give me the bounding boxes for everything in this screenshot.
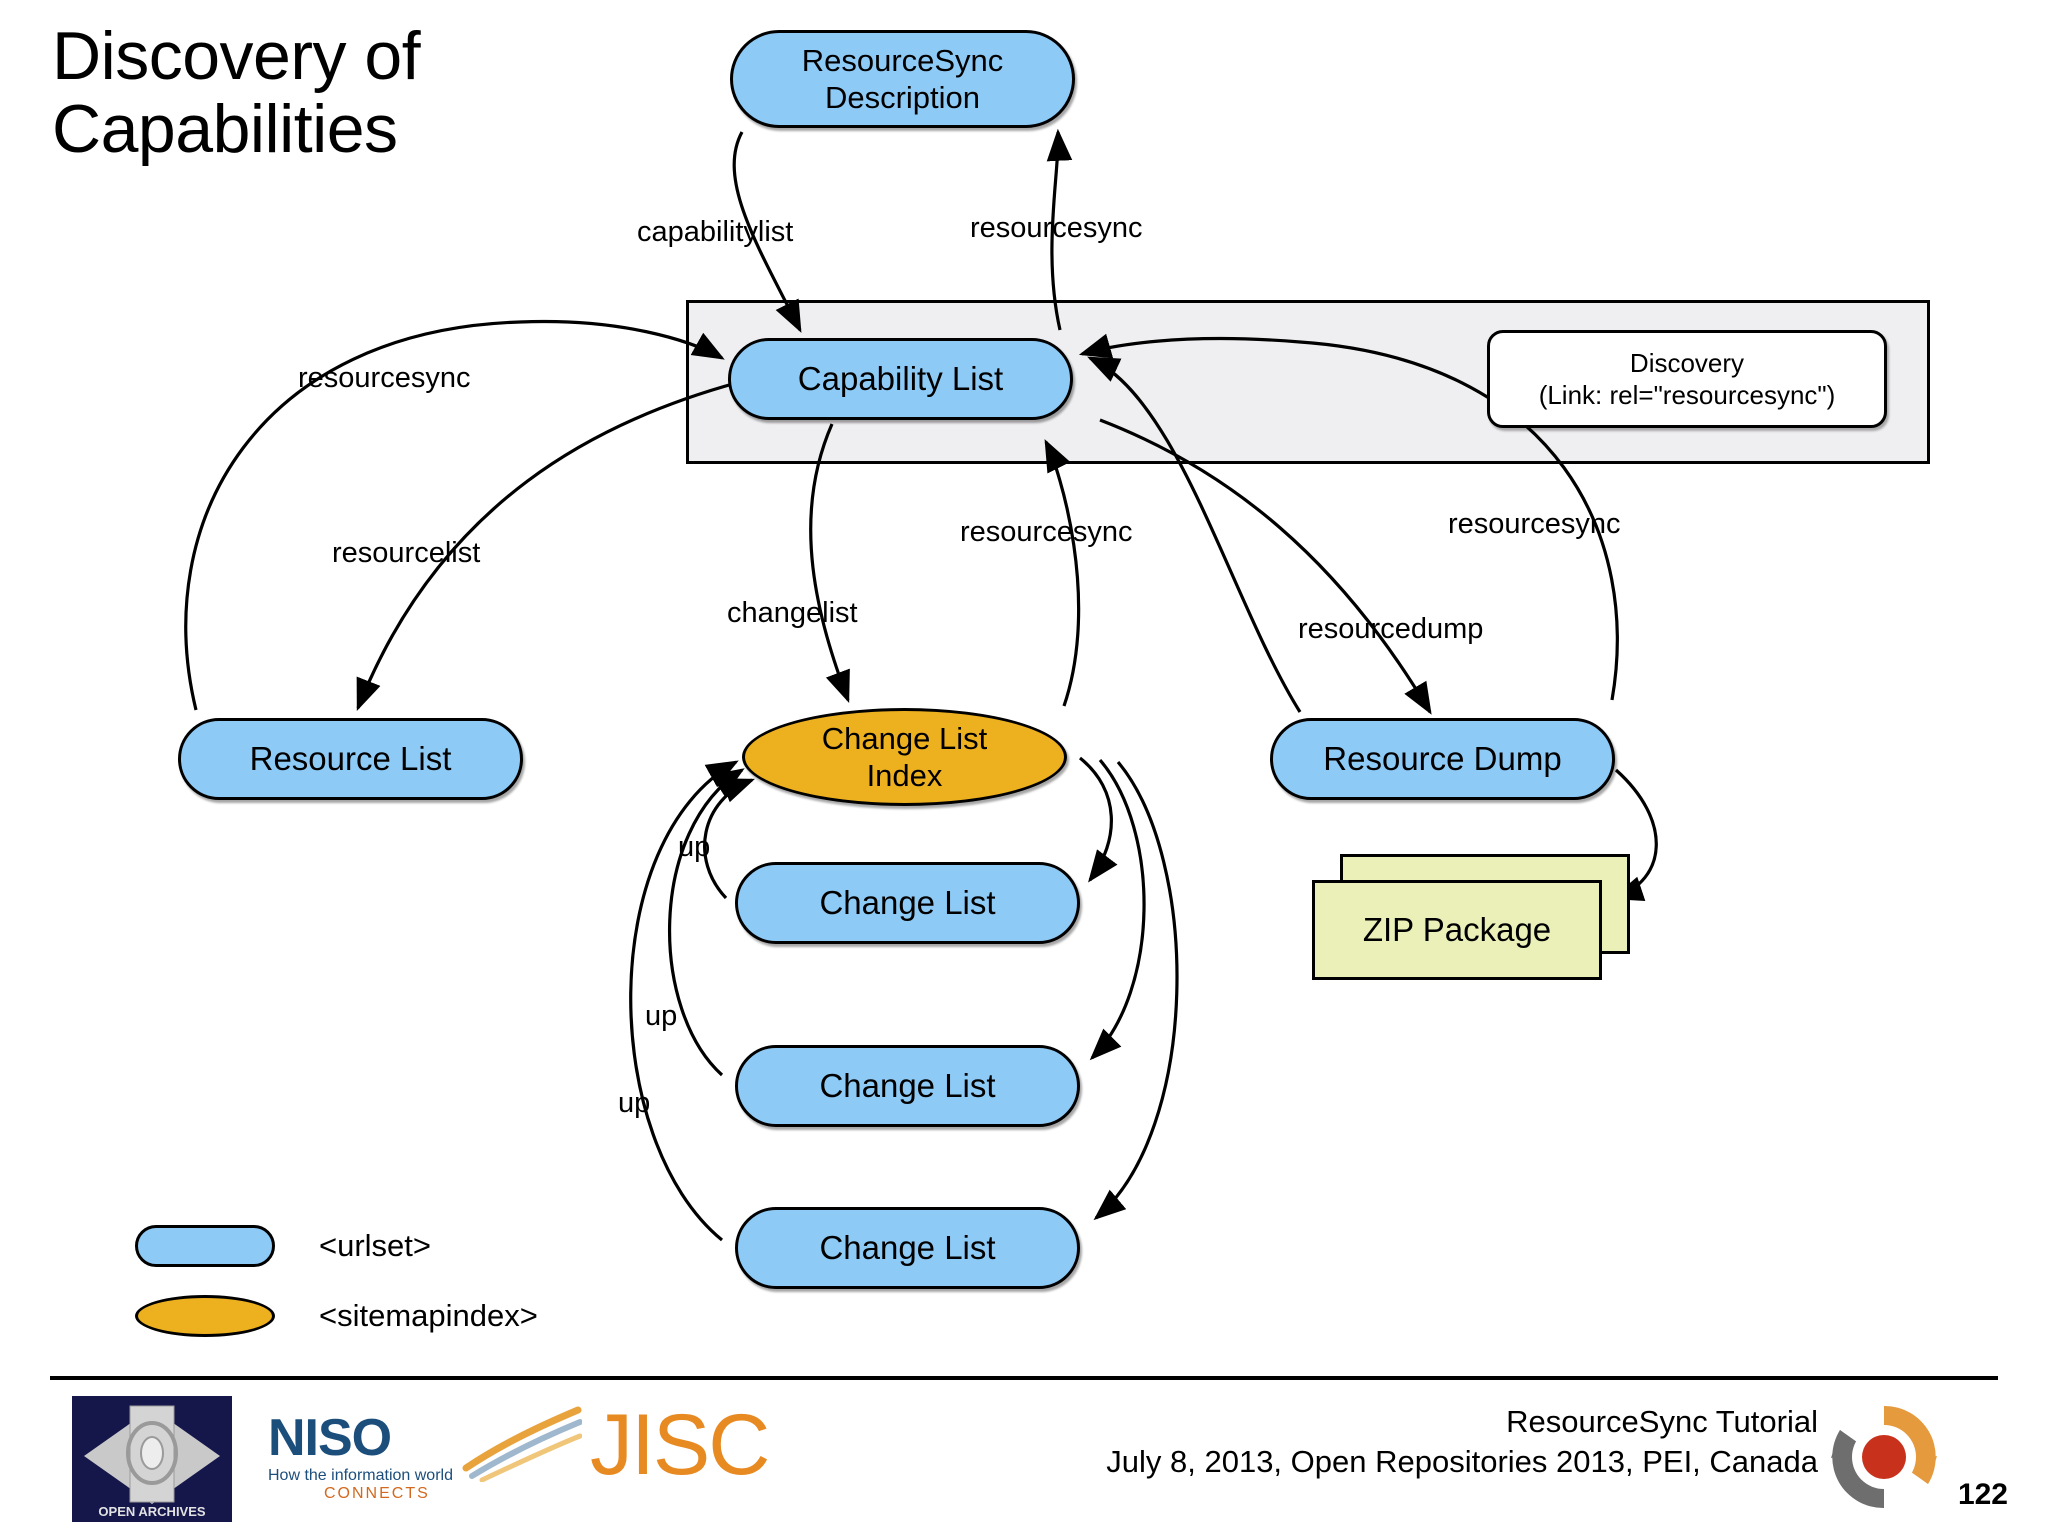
node-resourcesync-description[interactable]: ResourceSync Description	[730, 30, 1075, 128]
legend-swatch-urlset	[135, 1225, 275, 1267]
niso-tagline-2: CONNECTS	[324, 1485, 430, 1502]
node-change-list-1[interactable]: Change List	[735, 862, 1080, 944]
page-number: 122	[1957, 1478, 2008, 1511]
edge-cli-to-cl3	[1093, 760, 1179, 1221]
edge-label-resourcesync-left: resourcesync	[298, 362, 471, 394]
edge-up-2	[668, 768, 745, 1077]
node-change-list-2[interactable]: Change List	[735, 1045, 1080, 1127]
footer-line-1: ResourceSync Tutorial	[1506, 1404, 1818, 1439]
edge-label-changelist: changelist	[727, 597, 858, 629]
niso-tagline-1: How the information world	[268, 1467, 453, 1484]
edge-label-capabilitylist: capabilitylist	[637, 216, 794, 248]
node-change-list-2-label: Change List	[819, 1067, 996, 1104]
edge-label-resourcesync-mid: resourcesync	[960, 516, 1133, 548]
jisc-logo: JISC	[590, 1397, 770, 1493]
legend-swatch-sitemapindex	[135, 1295, 275, 1337]
footer-line-2: July 8, 2013, Open Repositories 2013, PE…	[1106, 1443, 1818, 1479]
edge-label-up-2: up	[645, 1000, 678, 1032]
node-resourcesync-description-line-1: ResourceSync	[801, 42, 1004, 78]
discovery-title: Discovery	[1629, 347, 1745, 378]
node-change-list-3-label: Change List	[819, 1229, 996, 1266]
node-resource-dump[interactable]: Resource Dump	[1270, 718, 1615, 800]
node-resource-list-label: Resource List	[249, 740, 452, 777]
open-archives-logo: OPEN ARCHIVES	[72, 1396, 232, 1522]
discovery-link-rel: (Link: rel="resourcesync")	[1538, 380, 1836, 410]
page-title: Discovery of Capabilities	[52, 18, 612, 168]
footer-divider	[50, 1376, 1998, 1380]
footer-text: ResourceSync Tutorial July 8, 2013, Open…	[1106, 1402, 1818, 1481]
edge-label-resourcelist: resourcelist	[332, 537, 481, 569]
edge-label-resourcesync-top: resourcesync	[970, 212, 1143, 244]
node-resourcesync-description-line-2: Description	[824, 80, 981, 115]
edge-cli-to-cl1	[1078, 756, 1118, 883]
edge-label-resourcedump: resourcedump	[1298, 613, 1484, 645]
node-resource-dump-label: Resource Dump	[1323, 740, 1562, 777]
legend: <urlset> <sitemapindex>	[135, 1225, 538, 1365]
node-capability-list[interactable]: Capability List	[728, 338, 1073, 420]
legend-item-sitemapindex: <sitemapindex>	[135, 1295, 538, 1337]
node-change-list-index-line-2: Index	[866, 758, 943, 793]
legend-label-urlset: <urlset>	[319, 1228, 432, 1263]
edge-cli-to-cl2	[1089, 758, 1146, 1061]
page-title-line-1: Discovery of	[52, 18, 421, 94]
node-change-list-3[interactable]: Change List	[735, 1207, 1080, 1289]
edge-changelist	[809, 423, 850, 703]
legend-item-urlset: <urlset>	[135, 1225, 538, 1267]
open-archives-logo-text: OPEN ARCHIVES	[98, 1504, 205, 1519]
node-change-list-index[interactable]: Change List Index	[742, 708, 1067, 806]
discovery-legend-box: Discovery (Link: rel="resourcesync")	[1487, 330, 1887, 428]
edge-label-up-1: up	[678, 831, 711, 863]
node-change-list-1-label: Change List	[819, 884, 996, 921]
page-title-line-2: Capabilities	[52, 91, 398, 168]
edge-label-resourcesync-right: resourcesync	[1448, 508, 1621, 540]
node-zip-package[interactable]: ZIP Package	[1312, 880, 1602, 980]
node-capability-list-label: Capability List	[797, 360, 1004, 397]
edge-label-up-3: up	[618, 1087, 651, 1119]
legend-label-sitemapindex: <sitemapindex>	[319, 1298, 538, 1333]
node-change-list-index-line-1: Change List	[821, 720, 988, 756]
niso-swoosh-icon	[462, 1406, 582, 1482]
node-zip-package-label: ZIP Package	[1362, 911, 1552, 948]
resourcesync-logo	[1831, 1405, 1937, 1509]
edge-resourcesync-mid	[1044, 439, 1081, 707]
node-resource-list[interactable]: Resource List	[178, 718, 523, 800]
niso-wordmark: NISO	[268, 1409, 392, 1467]
niso-logo: NISO How the information world CONNECTS	[268, 1412, 498, 1520]
